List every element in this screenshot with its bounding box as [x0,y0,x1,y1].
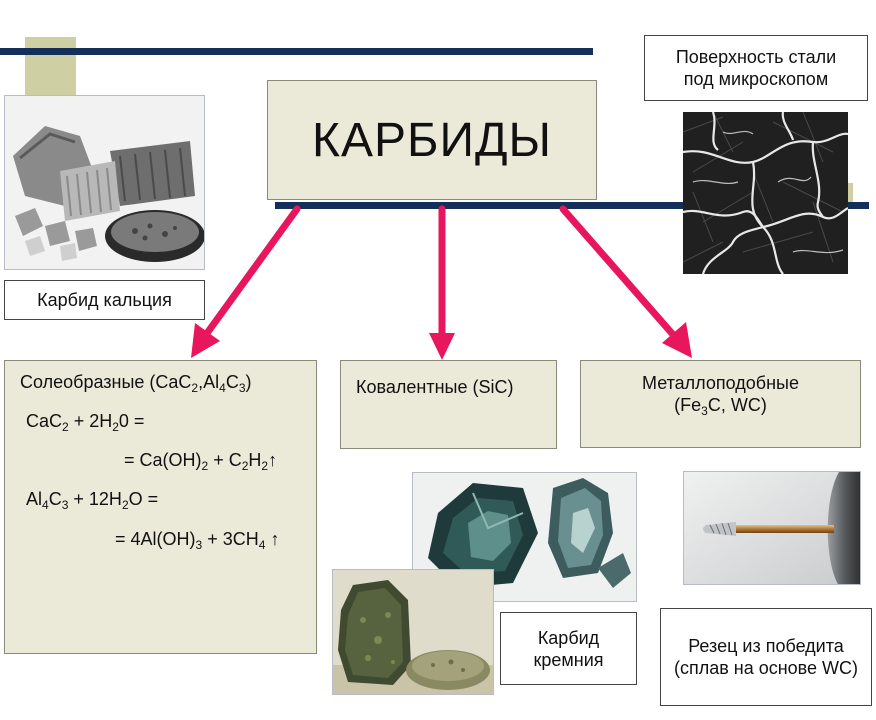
steel-caption-line1: Поверхность стали [675,47,837,67]
cutter-caption-box: Резец из победита (сплав на основе WC) [660,608,872,706]
steel-caption-line2: под микроскопом [683,69,829,89]
steel-caption-box: Поверхность стали под микроскопом [644,35,868,101]
steel-micrograph-drawing [683,112,848,274]
silicon-caption-line2: кремния [533,649,604,670]
cutter-caption-line1: Резец из победита [688,636,844,656]
title-box: КАРБИДЫ [267,80,597,200]
arrow-right-shaft [559,205,680,342]
calcium-carbide-drawing [5,96,204,269]
steel-micrograph-image [683,112,848,274]
covalent-box: Ковалентные (SiC) [340,360,557,449]
decor-middle-line [275,202,869,209]
equation-2: = Ca(OH)2 + C2H2↑ [124,450,278,473]
decor-tan-block-left [25,37,76,95]
silicon-caption-line1: Карбид [537,627,600,648]
decor-tan-block-right [843,183,853,205]
cutter-tool-drawing [684,472,860,584]
cutter-caption-line2: (сплав на основе WC) [673,658,859,678]
calcium-carbide-image [4,95,205,270]
metallike-box: Металлоподобные (Fe3C, WC) [580,360,861,448]
silicon-rocks-drawing [333,570,493,694]
metallike-line1: Металлоподобные [642,373,799,393]
silicon-carbide-rocks-image [332,569,494,695]
decor-top-line [0,48,593,55]
equation-4: = 4Al(OH)3 + 3CH4 ↑ [115,529,280,552]
calcium-caption-box: Карбид кальция [4,280,205,320]
covalent-label: Ковалентные (SiC) [356,377,514,397]
silicon-caption-box: Карбид кремния [500,612,637,685]
page-title: КАРБИДЫ [312,113,552,167]
arrow-middle-head [429,333,455,360]
arrow-left-shaft [201,205,301,340]
saltlike-heading: Солеобразные (CaC2,Al4C3) [20,372,252,395]
arrow-right-head [662,322,692,358]
equation-1: CaC2 + 2H20 = [26,411,145,434]
calcium-caption: Карбид кальция [37,290,172,310]
saltlike-box: Солеобразные (CaC2,Al4C3) CaC2 + 2H20 = … [4,360,317,654]
arrow-left-head [191,323,220,358]
metallike-line2: (Fe3C, WC) [674,395,767,418]
cutter-tool-image [683,471,861,585]
equation-3: Al4C3 + 12H2O = [26,489,159,512]
